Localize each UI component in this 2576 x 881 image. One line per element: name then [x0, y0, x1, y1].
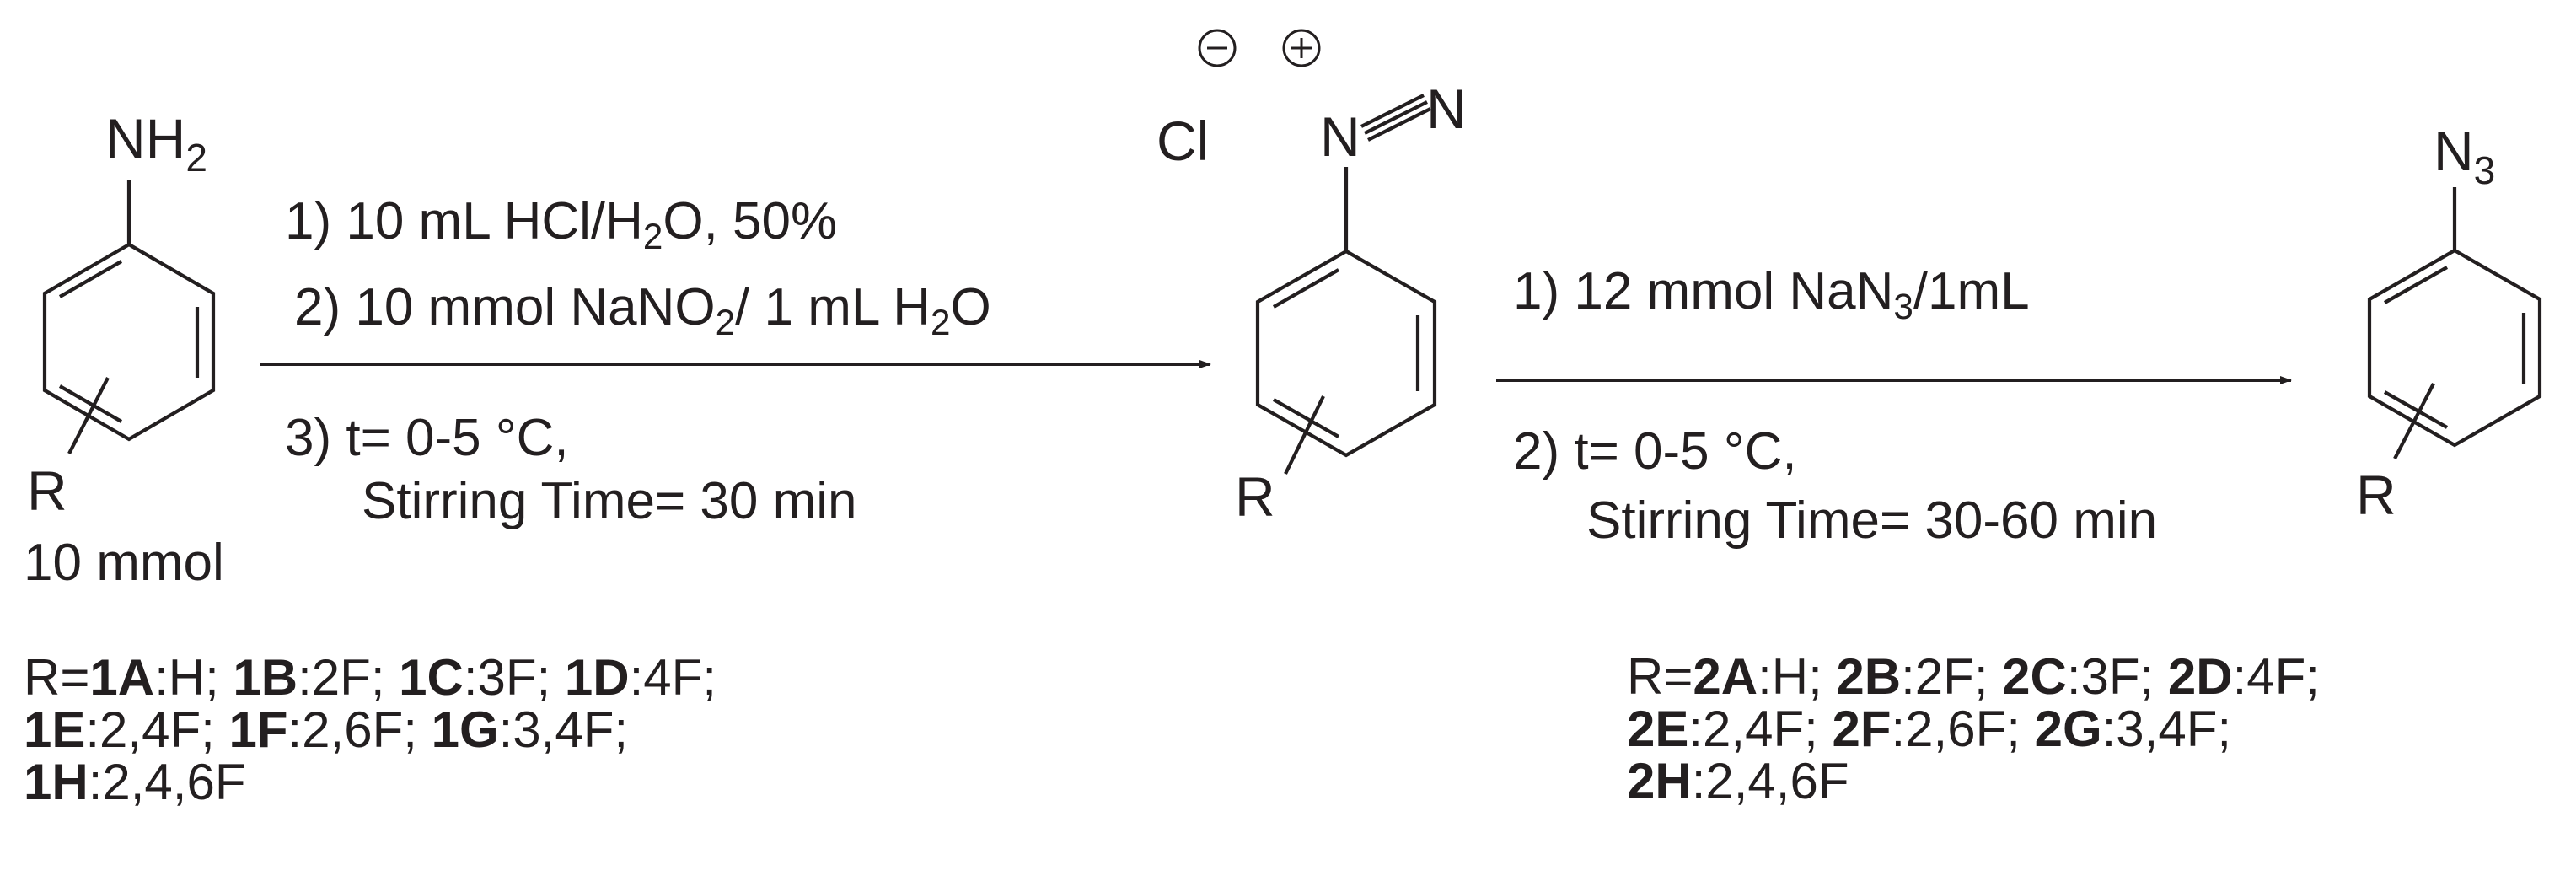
compound-id: 2A	[1693, 648, 1758, 705]
compound-id: 2B	[1836, 648, 1902, 705]
compound-id: 2G	[2034, 701, 2102, 757]
compound-substituent: :2,4,6F	[88, 754, 246, 810]
compound-substituent: :2,4F;	[1688, 701, 1833, 757]
compound-id: 2F	[1832, 701, 1892, 757]
reactant-r-bond	[67, 377, 110, 454]
compound-substituent: R=	[24, 649, 90, 706]
compound-substituent: :2,6F;	[287, 701, 432, 758]
compound-substituent: :H;	[154, 649, 233, 706]
product-r-label: R	[2356, 464, 2396, 526]
intermediate-r-bond	[1284, 395, 1325, 475]
compound-substituent: :4F;	[2232, 648, 2320, 705]
product-list-line-2: 2E:2,4F; 2F:2,6F; 2G:3,4F;	[1627, 704, 2320, 756]
product-r-bond	[2393, 383, 2435, 459]
compound-id: 1H	[24, 754, 89, 810]
step1-condition-4: Stirring Time= 30 min	[362, 472, 857, 530]
compound-id: 1G	[431, 701, 499, 758]
compound-substituent: :3F;	[2066, 648, 2168, 705]
compound-id: 1F	[228, 701, 288, 758]
diazonium-n1-label: N	[1320, 105, 1360, 168]
product-list-line-1: R=2A:H; 2B:2F; 2C:3F; 2D:4F;	[1627, 652, 2320, 704]
compound-substituent: :H;	[1758, 648, 1837, 705]
compound-id: 1D	[564, 649, 630, 706]
compound-id: 2H	[1627, 753, 1692, 809]
product-structure: N3 R	[2356, 120, 2542, 526]
step2-condition-1: 1) 12 mmol NaN3/1mL	[1513, 262, 2030, 326]
step1-condition-2: 2) 10 mmol NaNO2/ 1 mL H2O	[294, 278, 991, 342]
compound-substituent: :3,4F;	[2101, 701, 2232, 757]
product-azide-group: N3	[2434, 120, 2495, 192]
product-list-line-3: 2H:2,4,6F	[1627, 756, 2320, 808]
compound-substituent: :2,6F;	[1891, 701, 2035, 757]
compound-id: 2C	[2002, 648, 2067, 705]
reactant-amount: 10 mmol	[24, 534, 224, 592]
compound-id: 2D	[2167, 648, 2233, 705]
negative-charge-icon	[1198, 29, 1237, 67]
reactant-r-label: R	[27, 459, 67, 522]
step2-condition-3: Stirring Time= 30-60 min	[1586, 492, 2158, 550]
compound-substituent: :2F;	[298, 649, 400, 706]
compound-id: 1B	[233, 649, 298, 706]
reactant-amino-group: NH2	[105, 107, 207, 180]
reactant-list-line-2: 1E:2,4F; 1F:2,6F; 1G:3,4F;	[24, 705, 716, 757]
reactant-compound-list: R=1A:H; 1B:2F; 1C:3F; 1D:4F;1E:2,4F; 1F:…	[24, 653, 716, 809]
compound-substituent: :2,4,6F	[1691, 753, 1849, 809]
compound-substituent: R=	[1627, 648, 1693, 705]
intermediate-r-label: R	[1235, 465, 1275, 528]
step2-condition-2: 2) t= 0-5 °C,	[1513, 422, 1797, 481]
reactant-list-line-1: R=1A:H; 1B:2F; 1C:3F; 1D:4F;	[24, 653, 716, 705]
compound-substituent: :3,4F;	[498, 701, 629, 758]
compound-substituent: :4F;	[629, 649, 716, 706]
compound-substituent: :3F;	[463, 649, 565, 706]
positive-charge-icon	[1282, 29, 1321, 67]
intermediate-benzene-ring	[1255, 249, 1437, 458]
compound-id: 1E	[24, 701, 86, 758]
product-benzene-ring	[2367, 248, 2542, 448]
counterion-label: Cl	[1157, 110, 1209, 172]
compound-substituent: :2F;	[1901, 648, 2003, 705]
compound-id: 1C	[399, 649, 464, 706]
diazonium-triple-bond	[1360, 94, 1431, 142]
diazonium-n2-label: N	[1426, 78, 1467, 140]
compound-id: 2E	[1627, 701, 1689, 757]
reactant-benzene-ring	[42, 242, 216, 442]
reactant-structure: NH2 R	[27, 107, 216, 522]
reactant-list-line-3: 1H:2,4,6F	[24, 757, 716, 809]
compound-id: 1A	[89, 649, 155, 706]
intermediate-structure: N N Cl R	[1157, 29, 1467, 528]
step1-condition-1: 1) 10 mL HCl/H2O, 50%	[285, 192, 838, 256]
step1-condition-3: 3) t= 0-5 °C,	[285, 409, 569, 467]
product-compound-list: R=2A:H; 2B:2F; 2C:3F; 2D:4F;2E:2,4F; 2F:…	[1627, 652, 2320, 808]
compound-substituent: :2,4F;	[85, 701, 229, 758]
